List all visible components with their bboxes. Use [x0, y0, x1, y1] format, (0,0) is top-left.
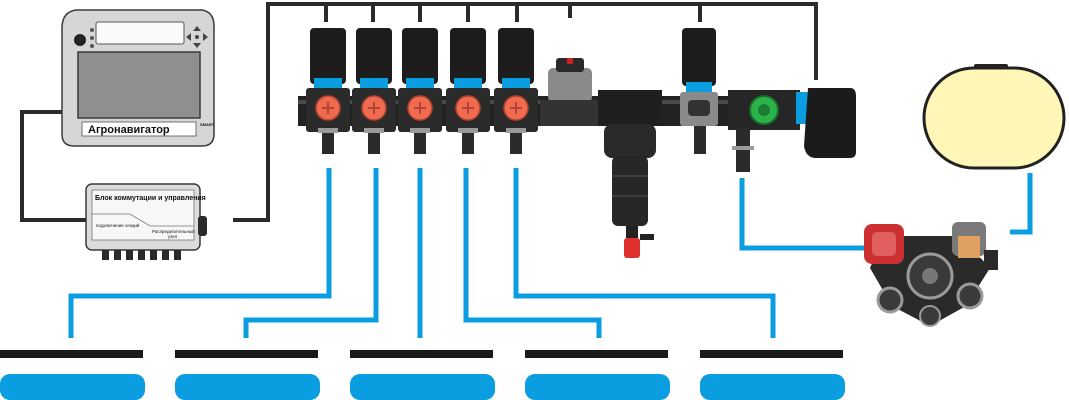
- spray-zone-2: [175, 374, 320, 400]
- control-unit-panel: [91, 189, 195, 241]
- valve-actuator: [796, 88, 856, 158]
- control-unit-divider: [92, 213, 194, 227]
- terminal-screen: [77, 51, 201, 119]
- spray-zone-3: [350, 374, 495, 400]
- distribution-manifold: [298, 28, 856, 258]
- section-valve-3: [398, 28, 442, 154]
- spray-zone-1: [0, 374, 145, 400]
- control-unit-connectors: [102, 250, 181, 260]
- control-unit: Блок коммутации и управления подключение…: [85, 183, 207, 260]
- navigator-title: Агронавигатор: [88, 124, 170, 136]
- hose-section-4: [463, 168, 602, 338]
- navigator-badge: SMART: [200, 122, 215, 127]
- hose-section-2: [243, 168, 379, 338]
- control-unit-title: Блок коммутации и управления: [95, 195, 206, 202]
- hose-tank-to-pump: [1010, 173, 1033, 235]
- section-valve-2: [352, 28, 396, 154]
- filter-drain-cap: [624, 238, 640, 258]
- boom-bar-3: [350, 350, 493, 358]
- boom-sections: [0, 350, 845, 400]
- hydraulic-lines: [68, 168, 1033, 338]
- tank-body: [922, 66, 1066, 170]
- main-valve: [680, 28, 718, 154]
- sprayer-tank: [922, 64, 1066, 170]
- control-unit-right-label-1: Распределительный: [152, 228, 195, 234]
- terminal-led-2: [90, 36, 94, 40]
- power-button-icon: [74, 34, 86, 46]
- terminal-led-3: [90, 44, 94, 48]
- terminal-led-1: [90, 28, 94, 32]
- terminal-top-bar: [95, 21, 185, 45]
- boom-bar-4: [525, 350, 668, 358]
- boom-bar-2: [175, 350, 318, 358]
- spray-zone-4: [525, 374, 670, 400]
- control-unit-right-label-2: узел: [168, 234, 178, 239]
- terminal-label-plate: [81, 121, 197, 137]
- hose-section-5: [513, 168, 776, 338]
- cable-unit-to-bus: [233, 2, 818, 222]
- section-valve-4: [446, 28, 490, 154]
- cable-navigator-to-unit: [20, 110, 88, 222]
- agronavigator-terminal: Агронавигатор SMART: [61, 9, 215, 147]
- pressure-regulator: [540, 58, 600, 126]
- section-valve-5: [494, 28, 538, 154]
- diaphragm-pump: [864, 222, 998, 327]
- boom-bar-1: [0, 350, 143, 358]
- control-unit-side-knob: [198, 216, 207, 236]
- spray-zone-5: [700, 374, 845, 400]
- control-cables: [20, 2, 818, 222]
- hose-section-1: [68, 168, 332, 338]
- control-unit-left-label: подключение секций: [96, 222, 140, 228]
- hose-pump-to-unit: [739, 178, 864, 251]
- boom-bar-5: [700, 350, 843, 358]
- line-filter: [598, 90, 662, 258]
- pressure-valve: [728, 90, 800, 172]
- dpad-icon: [186, 26, 208, 48]
- section-valve-1: [306, 28, 350, 154]
